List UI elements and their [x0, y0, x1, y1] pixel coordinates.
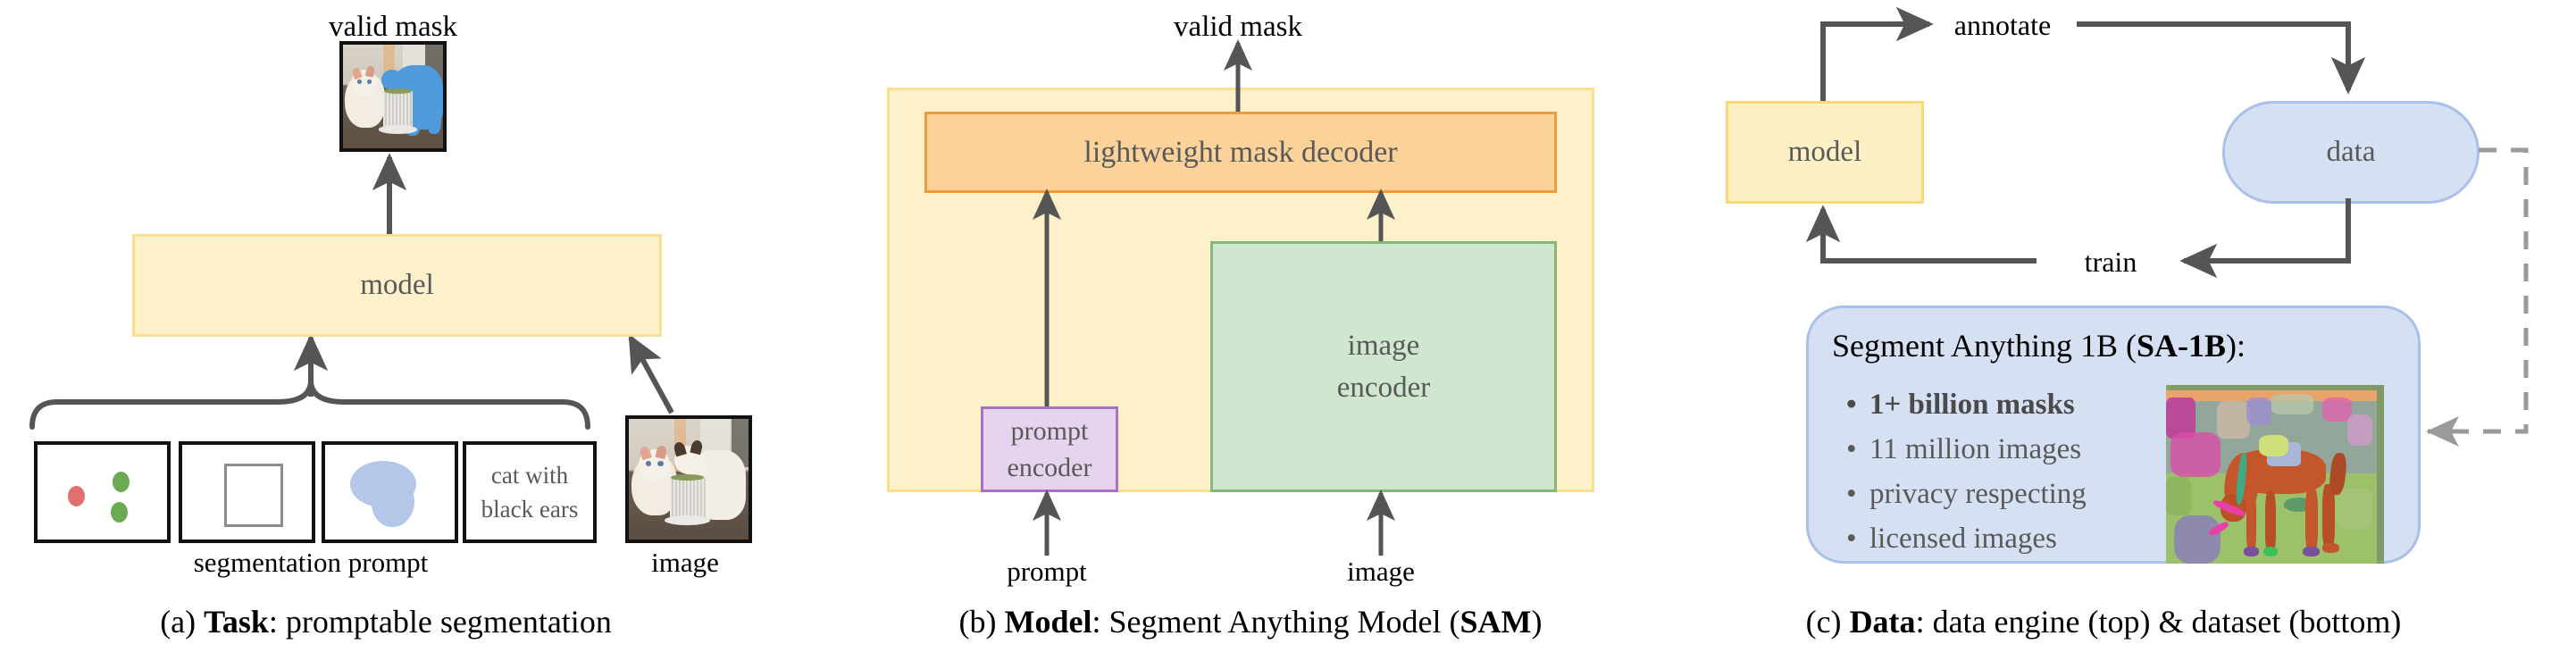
prompt-box-mask — [322, 441, 458, 543]
prompt-text-line1: cat with — [490, 461, 569, 489]
image-encoder-label-line2: encoder — [1336, 371, 1431, 404]
panel-a-caption: (a) Task: promptable segmentation — [160, 606, 612, 638]
panel-b-prompt-input-label: prompt — [1007, 556, 1087, 587]
panel-c-arrows — [1805, 6, 2529, 448]
panel-a-model-box: model — [132, 234, 662, 337]
sa1b-title-bold: SA-1B — [2137, 328, 2227, 364]
panel-a-output-label: valid mask — [329, 11, 457, 43]
bbox-icon — [224, 464, 283, 527]
panel-b-image-input-label: image — [1347, 556, 1415, 587]
positive-point-icon-1 — [113, 472, 130, 492]
sa1b-title-suffix: ): — [2226, 328, 2246, 364]
panel-c-caption-prefix: (c) — [1805, 604, 1850, 640]
panel-a-caption-rest: : promptable segmentation — [268, 604, 612, 640]
panel-c: model data — [1661, 0, 2576, 661]
positive-point-icon-2 — [111, 502, 128, 523]
panel-c-caption-rest: : data engine (top) & dataset (bottom) — [1915, 604, 2402, 640]
prompt-encoder-label-line2: encoder — [1007, 452, 1092, 482]
list-item: 1+ billion masks — [1846, 389, 2087, 422]
panel-b-caption-bold2: SAM — [1459, 604, 1532, 640]
image-encoder-box: image encoder — [1210, 241, 1557, 492]
sa1b-sample-thumbnail — [2166, 385, 2384, 564]
prompt-box-bbox — [179, 441, 315, 543]
panel-b-caption-bold: Model — [1004, 604, 1092, 640]
panel-c-train-label: train — [2084, 246, 2137, 278]
panel-b-caption-tail: ) — [1531, 604, 1543, 640]
list-item: 11 million images — [1846, 433, 2087, 466]
lightweight-mask-decoder-label: lightweight mask decoder — [1083, 135, 1398, 169]
panel-a-image-label: image — [651, 547, 719, 578]
prompt-box-text: cat with black ears — [463, 441, 597, 543]
input-image-thumbnail — [625, 415, 752, 543]
lightweight-mask-decoder-box: lightweight mask decoder — [924, 112, 1557, 193]
panel-b-caption-rest: : Segment Anything Model ( — [1091, 604, 1460, 640]
panel-b: valid mask lightweight mask decoder imag… — [857, 0, 1661, 661]
sa1b-bullet-list: 1+ billion masks 11 million images priva… — [1846, 389, 2087, 567]
panel-c-model-box: model — [1726, 101, 1924, 204]
sa1b-title: Segment Anything 1B (SA-1B): — [1832, 330, 2246, 362]
panel-a-caption-prefix: (a) — [160, 604, 205, 640]
panel-c-caption-bold: Data — [1849, 604, 1916, 640]
prompt-encoder-box: prompt encoder — [981, 406, 1118, 492]
list-item: privacy respecting — [1846, 478, 2087, 511]
list-item: licensed images — [1846, 523, 2087, 556]
prompt-box-points — [34, 441, 171, 543]
panel-a: valid mask — [0, 0, 857, 661]
panel-c-data-label: data — [2326, 136, 2376, 168]
panel-a-arrow-model-to-mask — [29, 153, 674, 430]
panel-b-arrows — [1032, 38, 1395, 556]
panel-c-annotate-label: annotate — [1953, 9, 2052, 41]
sa1b-dataset-box: Segment Anything 1B (SA-1B): 1+ billion … — [1806, 305, 2421, 564]
image-encoder-label-line1: image — [1347, 329, 1420, 362]
panel-b-caption-prefix: (b) — [958, 604, 1005, 640]
panel-c-caption: (c) Data: data engine (top) & dataset (b… — [1806, 606, 2402, 638]
segmentation-prompt-label: segmentation prompt — [193, 547, 429, 578]
sa1b-title-prefix: Segment Anything 1B ( — [1832, 328, 2137, 364]
negative-point-icon — [68, 486, 85, 506]
panel-c-model-label: model — [1787, 136, 1862, 168]
valid-mask-thumbnail — [339, 41, 447, 152]
panel-a-caption-bold: Task — [204, 604, 269, 640]
prompt-text-line2: black ears — [481, 495, 579, 523]
panel-a-model-label: model — [360, 269, 434, 301]
mask-blob-icon-2 — [372, 477, 414, 527]
panel-b-caption: (b) Model: Segment Anything Model (SAM) — [959, 606, 1543, 638]
prompt-encoder-label-line1: prompt — [1010, 415, 1089, 446]
panel-b-output-label: valid mask — [1174, 11, 1302, 43]
